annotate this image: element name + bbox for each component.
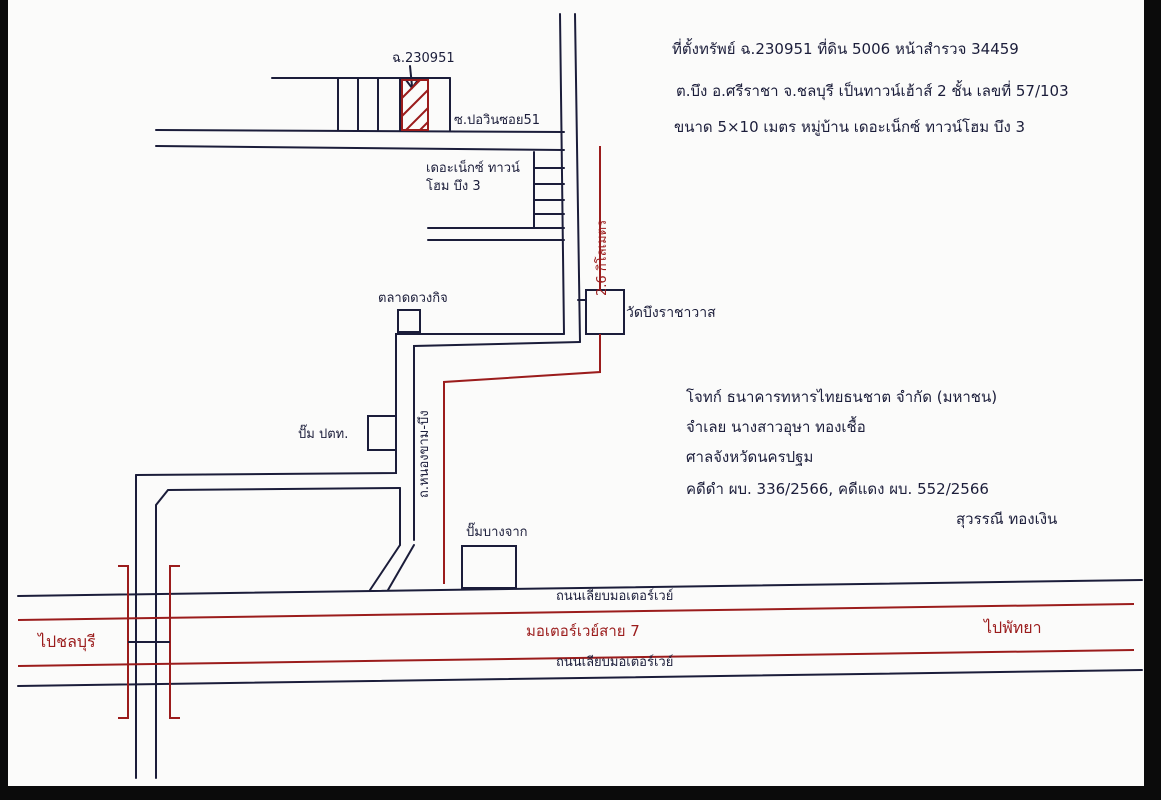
village-label: เดอะเน็กซ์ ทาวน์โฮม บึง 3 [426, 161, 520, 195]
vertical-road-label: ถ.หนองขาม-บึง [417, 410, 432, 498]
frontage-top-label: ถนนเลียบมอเตอร์เวย์ [556, 589, 674, 604]
main-road-left-edge [559, 13, 565, 335]
distance-label: 2.6 กิโลเมตร [595, 219, 610, 296]
connector-road-bottom [413, 341, 581, 541]
main-road-right-edge [574, 13, 581, 343]
map-drawing [17, 13, 1143, 779]
motorway-label: มอเตอร์เวย์สาย 7 [526, 622, 640, 640]
to-chonburi-label: ไปชลบุรี [38, 632, 96, 651]
plot-id-label: ฉ.230951 [392, 51, 455, 66]
soi-road-top-edge [155, 129, 565, 133]
plot-pointer [409, 65, 413, 87]
bangchak-label: ปั๊มบางจาก [466, 525, 528, 540]
header-line-2: ต.บึง อ.ศรีราชา จ.ชลบุรี เป็นทาวน์เฮ้าส์… [676, 82, 1069, 100]
note-plaintiff: โจทก์ ธนาคารทหารไทยธนชาต จำกัด (มหาชน) [686, 388, 998, 406]
frontage-road-bottom-line [17, 669, 1143, 687]
temple-label: วัดบึงราชาวาส [626, 305, 716, 321]
route-line [443, 334, 601, 584]
left-road-inner [155, 487, 401, 779]
frontage-road-top-line [17, 579, 1143, 597]
map-sheet: ที่ตั้งทรัพย์ ฉ.230951 ที่ดิน 5006 หน้าส… [8, 0, 1144, 786]
market-box [397, 309, 421, 333]
note-signature: สุวรรณี ทองเงิน [956, 510, 1058, 528]
note-case-numbers: คดีดำ ผบ. 336/2566, คดีแดง ผบ. 552/2566 [686, 480, 989, 498]
junction-splay-left [369, 544, 401, 591]
motorway-line-top [17, 603, 1135, 621]
ptt-box [367, 415, 397, 451]
ptt-label: ปั๊ม ปตท. [298, 427, 349, 442]
connector-road-top [135, 333, 565, 476]
left-bracket-a [118, 565, 129, 719]
market-label: ตลาดดวงกิจ [378, 291, 448, 306]
frontage-bottom-label: ถนนเลียบมอเตอร์เวย์ [556, 655, 674, 670]
motorway-line-bottom [17, 649, 1135, 667]
soi-road-bottom-edge [155, 145, 565, 151]
to-pattaya-label: ไปพัทยา [984, 618, 1042, 637]
bangchak-box [461, 545, 517, 589]
junction-splay-right [387, 544, 415, 591]
subject-plot [401, 79, 429, 131]
note-court: ศาลจังหวัดนครปฐม [686, 448, 814, 466]
left-bracket-b [169, 565, 180, 719]
header-line-3: ขนาด 5×10 เมตร หมู่บ้าน เดอะเน็กซ์ ทาวน์… [674, 118, 1026, 136]
note-defendant: จำเลย นางสาวอุษา ทองเชื้อ [686, 418, 866, 436]
header-line-1: ที่ตั้งทรัพย์ ฉ.230951 ที่ดิน 5006 หน้าส… [672, 40, 1019, 58]
temple-box [585, 289, 625, 335]
soi-label: ซ.ปอวินซอย51 [454, 113, 540, 128]
